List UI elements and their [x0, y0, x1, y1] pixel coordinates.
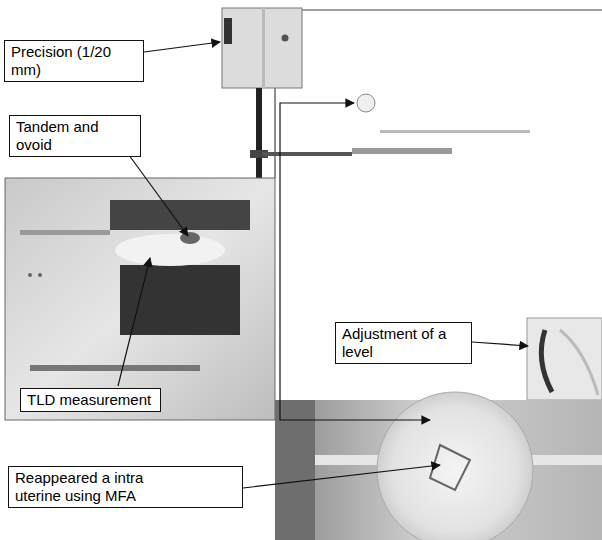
label-text: Tandem and ovoid: [16, 118, 134, 154]
label-box: Adjustment of a level: [335, 322, 472, 364]
leader-lines: [118, 42, 528, 488]
phantom-photo: [275, 392, 602, 540]
label-text: Reappeared a intra uterine using MFA: [15, 469, 165, 505]
label-text: Adjustment of a level: [342, 325, 454, 361]
label-text: Precision (1/20 mm): [11, 43, 137, 79]
radiograph-photo: [5, 178, 275, 420]
label-box: Tandem and ovoid: [9, 115, 141, 157]
label-box: TLD measurement: [20, 388, 161, 412]
label-box: Precision (1/20 mm): [4, 40, 144, 82]
apparatus-photo: [222, 8, 602, 253]
level-inset-photo: [527, 318, 602, 400]
label-text: TLD measurement: [27, 391, 154, 409]
label-box: Reappeared a intra uterine using MFA: [8, 466, 243, 508]
